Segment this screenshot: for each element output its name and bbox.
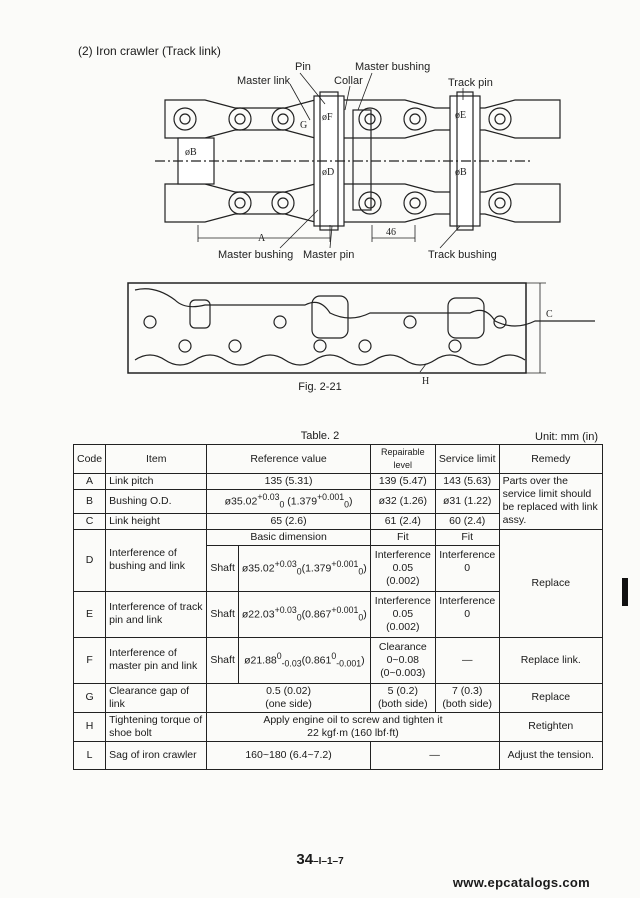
- repairable-cell: ø32 (1.26): [369, 489, 436, 514]
- table-row: Shaft ø35.02+0.030(1.379+0.0010) Interfe…: [74, 544, 603, 592]
- code-cell: A: [72, 473, 107, 490]
- header-item: Item: [105, 444, 208, 474]
- table-row: F Interference of master pin and link Sh…: [72, 636, 604, 684]
- service-cell: —: [434, 636, 500, 684]
- code-cell: F: [72, 636, 107, 684]
- service-cell: 143 (5.63): [434, 473, 500, 490]
- item-cell: Clearance gap of link: [105, 682, 208, 713]
- item-cell: Interference of master pin and link: [105, 636, 208, 684]
- repairable-cell: 139 (5.47): [369, 473, 436, 490]
- callout-master-link: Master link: [237, 75, 291, 87]
- callout-track-pin: Track pin: [448, 77, 493, 89]
- item-cell: Interference of track pin and link: [105, 590, 208, 638]
- item-cell: Link pitch: [105, 473, 208, 490]
- reference-cell: ø35.02+0.030(1.379+0.0010): [237, 544, 371, 592]
- table-title: Table. 2: [300, 430, 340, 442]
- service-cell: 7 (0.3)(both side): [434, 682, 500, 713]
- watermark: www.epcatalogs.com: [452, 875, 590, 890]
- code-cell: L: [72, 740, 107, 770]
- top-view-drawing: [155, 72, 561, 249]
- table-row: G Clearance gap of link 0.5 (0.02)(one s…: [72, 682, 604, 713]
- page-number: 34–I–1–7: [296, 851, 344, 868]
- callout-track-bushing: Track bushing: [428, 249, 497, 261]
- item-cell: Bushing O.D.: [105, 489, 208, 514]
- dim-46: 46: [386, 227, 396, 238]
- code-cell: C: [72, 512, 107, 530]
- dim-a: A: [258, 233, 266, 244]
- track-link-figure: Pin Master bushing Master link Collar Tr…: [127, 61, 595, 387]
- service-cell: 60 (2.4): [434, 512, 500, 530]
- reference-cell: ø35.02+0.030 (1.379+0.0010): [206, 489, 371, 514]
- table-row: E Interference of track pin and link Sha…: [72, 590, 603, 638]
- remedy-cell: Replace link.: [498, 636, 604, 684]
- code-cell: D: [72, 528, 107, 592]
- dim-phi-b-left: øB: [185, 147, 197, 158]
- callout-master-bushing-top: Master bushing: [355, 61, 430, 73]
- code-cell: B: [72, 489, 107, 514]
- section-title: (2) Iron crawler (Track link): [78, 44, 221, 58]
- item-cell: Tightening torque of shoe bolt: [105, 711, 208, 742]
- dim-phi-d: øD: [322, 167, 334, 178]
- repairable-cell: 5 (0.2)(both side): [369, 682, 436, 713]
- side-tab-marker: [622, 578, 628, 606]
- basic-dimension-header: Basic dimension: [206, 528, 371, 546]
- fit-header: Fit: [434, 528, 500, 546]
- table-row: L Sag of iron crawler 160~180 (6.4~7.2) …: [72, 740, 604, 770]
- dim-phi-e: øE: [455, 110, 466, 121]
- dim-phi-b-right: øB: [455, 167, 467, 178]
- repairable-cell: 61 (2.4): [369, 512, 436, 530]
- spec-table: Code Item Reference value Repairable lev…: [72, 444, 604, 770]
- shaft-cell: Shaft: [206, 590, 239, 638]
- callout-master-bushing-bottom: Master bushing: [218, 249, 293, 261]
- header-code: Code: [72, 444, 107, 474]
- fit-header: Fit: [369, 528, 436, 546]
- reference-cell: 0.5 (0.02)(one side): [206, 682, 371, 713]
- remedy-cell: Adjust the tension.: [498, 740, 604, 770]
- reference-cell: 160~180 (6.4~7.2): [206, 740, 371, 770]
- item-cell: Link height: [105, 512, 208, 530]
- side-view-drawing: [127, 282, 595, 374]
- callout-pin: Pin: [295, 61, 311, 73]
- table-row: A Link pitch 135 (5.31) 139 (5.47) 143 (…: [72, 473, 604, 530]
- table-row: B Bushing O.D. ø35.02+0.030 (1.379+0.001…: [72, 489, 603, 514]
- table-row: D Interference of bushing and link Basic…: [72, 528, 604, 638]
- callout-master-pin: Master pin: [303, 249, 354, 261]
- remedy-cell: Retighten: [498, 711, 604, 742]
- item-cell: Sag of iron crawler: [105, 740, 208, 770]
- service-cell: ø31 (1.22): [434, 489, 500, 514]
- remedy-cell: Parts over the service limit should be r…: [498, 473, 604, 530]
- dim-h: H: [422, 376, 429, 387]
- shaft-cell: Shaft: [206, 544, 239, 592]
- figure-caption: Fig. 2-21: [298, 381, 342, 393]
- code-cell: H: [72, 711, 107, 742]
- reference-cell: ø21.880-0.03(0.8610-0.001): [237, 636, 371, 684]
- dim-phi-f: øF: [322, 112, 333, 123]
- reference-cell: 135 (5.31): [206, 473, 371, 490]
- unit-label: Unit: mm (in): [535, 431, 598, 443]
- shaft-cell: Shaft: [206, 636, 239, 684]
- table-row: H Tightening torque of shoe bolt Apply e…: [72, 711, 604, 742]
- header-service: Service limit: [434, 444, 500, 474]
- reference-cell: ø22.03+0.030(0.867+0.0010): [237, 590, 371, 638]
- code-cell: G: [72, 682, 107, 713]
- header-repairable: Repairable level: [369, 444, 436, 474]
- header-remedy: Remedy: [498, 444, 604, 474]
- header-reference: Reference value: [206, 444, 371, 474]
- code-cell: E: [72, 590, 107, 638]
- dim-c: C: [546, 309, 553, 320]
- remedy-cell: Replace: [498, 528, 604, 638]
- reference-cell: 65 (2.6): [206, 512, 371, 530]
- table-header-row: Code Item Reference value Repairable lev…: [72, 444, 604, 474]
- callout-collar: Collar: [334, 75, 363, 87]
- dim-g: G: [300, 120, 307, 131]
- repairable-cell: —: [369, 740, 500, 770]
- reference-cell: Apply engine oil to screw and tighten it…: [206, 711, 500, 742]
- remedy-cell: Replace: [498, 682, 604, 713]
- item-cell: Interference of bushing and link: [105, 528, 208, 592]
